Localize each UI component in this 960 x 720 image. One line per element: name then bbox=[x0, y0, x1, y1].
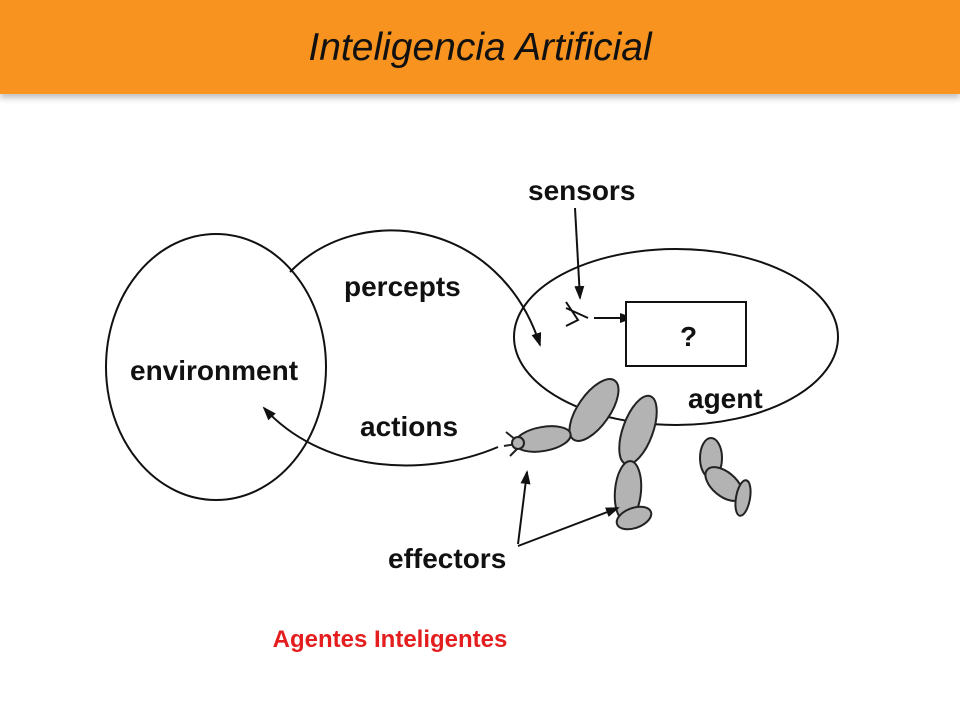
environment-ellipse bbox=[105, 233, 327, 501]
eye-sensor-icon bbox=[565, 301, 589, 327]
percepts-label: percepts bbox=[344, 271, 461, 302]
unknown-box-label: ? bbox=[680, 321, 697, 352]
effectors-label: effectors bbox=[388, 543, 506, 574]
foot-back bbox=[734, 479, 752, 517]
page-title: Inteligencia Artificial bbox=[308, 26, 652, 69]
agent-limbs bbox=[503, 378, 752, 531]
foot-front bbox=[615, 505, 653, 531]
actions-arrow bbox=[262, 406, 499, 467]
unknown-box bbox=[625, 301, 747, 367]
environment-label: environment bbox=[130, 355, 298, 386]
header-bar bbox=[0, 0, 960, 94]
agent-ellipse bbox=[513, 248, 839, 426]
sensors-arrow bbox=[574, 207, 585, 300]
percepts-arrow bbox=[289, 229, 542, 347]
leg-front-upper bbox=[618, 394, 658, 466]
arm-upper-segment bbox=[568, 378, 620, 442]
agent-label: agent bbox=[688, 383, 763, 414]
actions-label: actions bbox=[360, 411, 458, 442]
effectors-arrow-leg bbox=[517, 507, 620, 547]
hand-knuckle bbox=[511, 436, 525, 450]
caption: Agentes Inteligentes bbox=[272, 626, 508, 653]
sensors-label: sensors bbox=[528, 175, 635, 206]
effectors-arrow-arm bbox=[517, 470, 531, 545]
